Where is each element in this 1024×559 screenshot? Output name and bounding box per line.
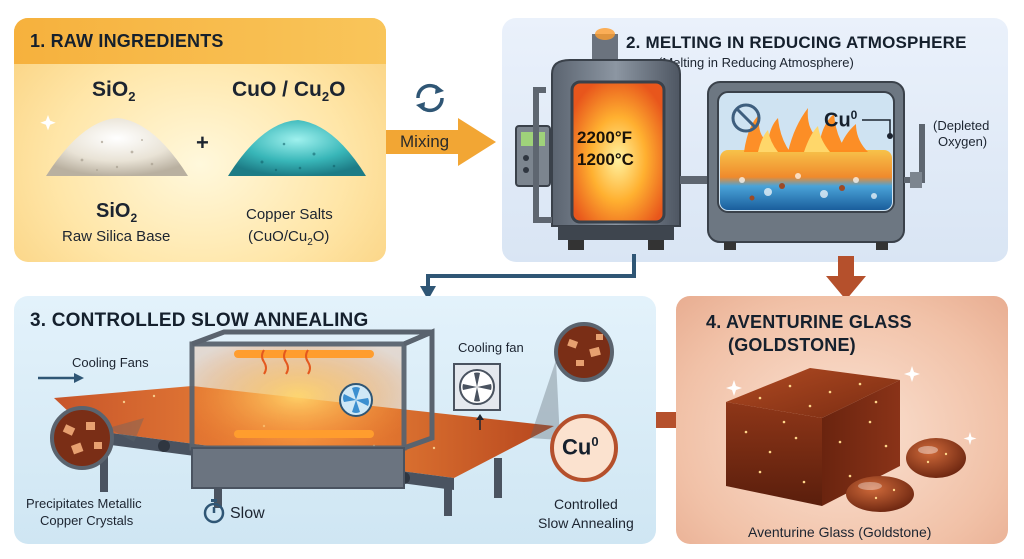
cu-zero-melting: Cu0 (824, 108, 858, 132)
cu-zero-annealing: Cu0 (562, 434, 599, 460)
annealing-lehr-illustration (38, 322, 618, 524)
panel-header (14, 18, 386, 64)
mixing-icon (416, 83, 444, 113)
copper-label-name: Copper Salts (246, 206, 333, 223)
depleted-oxygen-line1: (Depleted (933, 118, 990, 133)
copper-formula: CuO / Cu2O (232, 78, 346, 105)
panel-title-annealing: 3. CONTROLLED SLOW ANNEALING (30, 310, 369, 331)
silica-formula: SiO2 (92, 78, 136, 105)
panel-title-goldstone-1: 4. AVENTURINE GLASS (706, 312, 912, 332)
panel-title-goldstone-2: (GOLDSTONE) (728, 335, 856, 355)
cooling-fans-label: Cooling Fans (72, 355, 149, 370)
precipitates-line2: Copper Crystals (40, 513, 134, 528)
mixing-label: Mixing (400, 132, 450, 151)
goldstone-caption: Aventurine Glass (Goldstone) (748, 524, 932, 540)
silica-label-formula: SiO2 (96, 200, 138, 225)
arrow-melting-to-goldstone (826, 256, 866, 300)
panel-title-melting: 2. MELTING IN REDUCING ATMOSPHERE (626, 33, 967, 52)
plus-sign: + (196, 130, 209, 155)
furnace-illustration (515, 28, 925, 250)
controlled-line1: Controlled (554, 496, 618, 512)
panel-title-raw: 1. RAW INGREDIENTS (30, 31, 224, 51)
copper-label-formula: (CuO/Cu2O) (248, 228, 330, 248)
silica-pile (40, 115, 188, 176)
silica-label-name: Raw Silica Base (62, 228, 171, 245)
mixing-arrow (386, 118, 496, 166)
temp-celsius: 1200°C (577, 150, 634, 169)
depleted-oxygen-line2: Oxygen) (938, 134, 988, 149)
controlled-line2: Slow Annealing (538, 515, 634, 531)
panel-subtitle-melting: (Melting in Reducing Atmosphere) (658, 55, 854, 70)
arrow-melting-to-annealing (420, 254, 636, 300)
goldstone-illustration (726, 366, 977, 512)
temp-fahrenheit: 2200°F (577, 128, 633, 147)
copper-salt-pile (228, 120, 366, 176)
precipitates-line1: Precipitates Metallic (26, 496, 142, 511)
slow-label: Slow (230, 505, 265, 522)
cooling-fan-label: Cooling fan (458, 340, 524, 355)
